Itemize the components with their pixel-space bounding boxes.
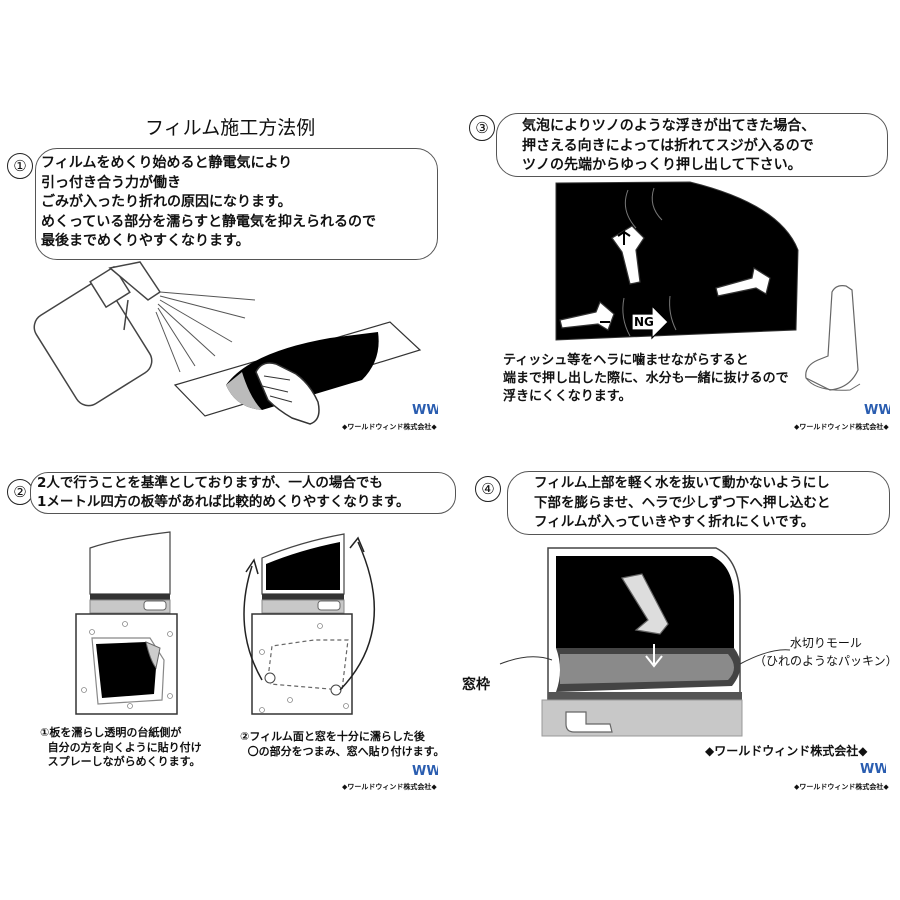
- world-window-logo-1: WW: [410, 401, 438, 417]
- step-2-caption-left: ①板を濡らし透明の台紙側が 自分の方を向くように貼り付け スプレーしながらめくり…: [40, 726, 202, 768]
- squeegee-icon-top: [611, 225, 645, 285]
- world-window-logo-3: WW: [862, 401, 890, 417]
- step-3-bubble: [496, 113, 888, 177]
- step-3-text: 気泡によりツノのような浮きが出てきた場合、 押さえる向きによっては折れてスジが入…: [522, 118, 816, 173]
- step-2-number: ②: [7, 479, 33, 505]
- page-title: フィルム施工方法例: [145, 117, 316, 139]
- window-film-shape: [555, 181, 799, 341]
- company-name-3: ◆ワールドウィンド株式会社◆: [794, 423, 889, 431]
- company-name-2: ◆ワールドウィンド株式会社◆: [342, 783, 437, 791]
- step-4-bubble: [507, 471, 890, 535]
- squeegee-icon: [621, 573, 669, 635]
- step-3-number: ③: [469, 115, 495, 141]
- ng-arrow-icon: [631, 304, 669, 340]
- step-1-number: ①: [7, 153, 33, 179]
- company-name-1: ◆ワールドウィンド株式会社◆: [342, 423, 437, 431]
- logo-text: WW: [412, 764, 438, 778]
- company-name-large: ◆ワールドウィンド株式会社◆: [705, 744, 868, 758]
- tissue-squeegee-icon: [805, 285, 859, 391]
- molding-label: 水切りモール （ひれのようなパッキン）: [754, 636, 898, 668]
- step-1-text: フィルムをめくり始めると静電気により 引っ付き合う力が働き ごみが入ったり折れの…: [41, 155, 377, 249]
- step-2-text: 2人で行うことを基準としておりますが、一人の場合でも 1メートル四方の板等があれ…: [37, 475, 410, 510]
- spray-bottle-icon: [33, 261, 162, 407]
- logo-text: WW: [860, 762, 886, 776]
- board-right: [251, 613, 353, 715]
- step-1-bubble: [35, 148, 438, 260]
- world-window-logo-2: WW: [410, 762, 438, 778]
- squeegee-icon-right: [715, 267, 771, 297]
- window-frame-label: 窓枠: [462, 677, 490, 693]
- step-4-number: ④: [475, 476, 501, 502]
- logo-text: WW: [864, 403, 890, 417]
- world-window-logo-4: WW: [858, 760, 886, 776]
- company-name-4: ◆ワールドウィンド株式会社◆: [794, 783, 889, 791]
- step-4-text: フィルム上部を軽く水を抜いて動かないようにし 下部を膨らませ、ヘラで少しずつ下へ…: [534, 475, 831, 530]
- step-2-caption-right: ②フィルム面と窓を十分に濡らした後 〇の部分をつまみ、窓へ貼り付けます。: [240, 730, 445, 758]
- ng-label: NG: [634, 315, 654, 329]
- logo-text: WW: [412, 403, 438, 417]
- hand-icon: [255, 362, 320, 425]
- step-3-caption: ティッシュ等をヘラに噛ませながらすると 端まで押し出した際に、水分も一緒に抜ける…: [503, 353, 789, 404]
- step-2-bubble: [30, 472, 456, 514]
